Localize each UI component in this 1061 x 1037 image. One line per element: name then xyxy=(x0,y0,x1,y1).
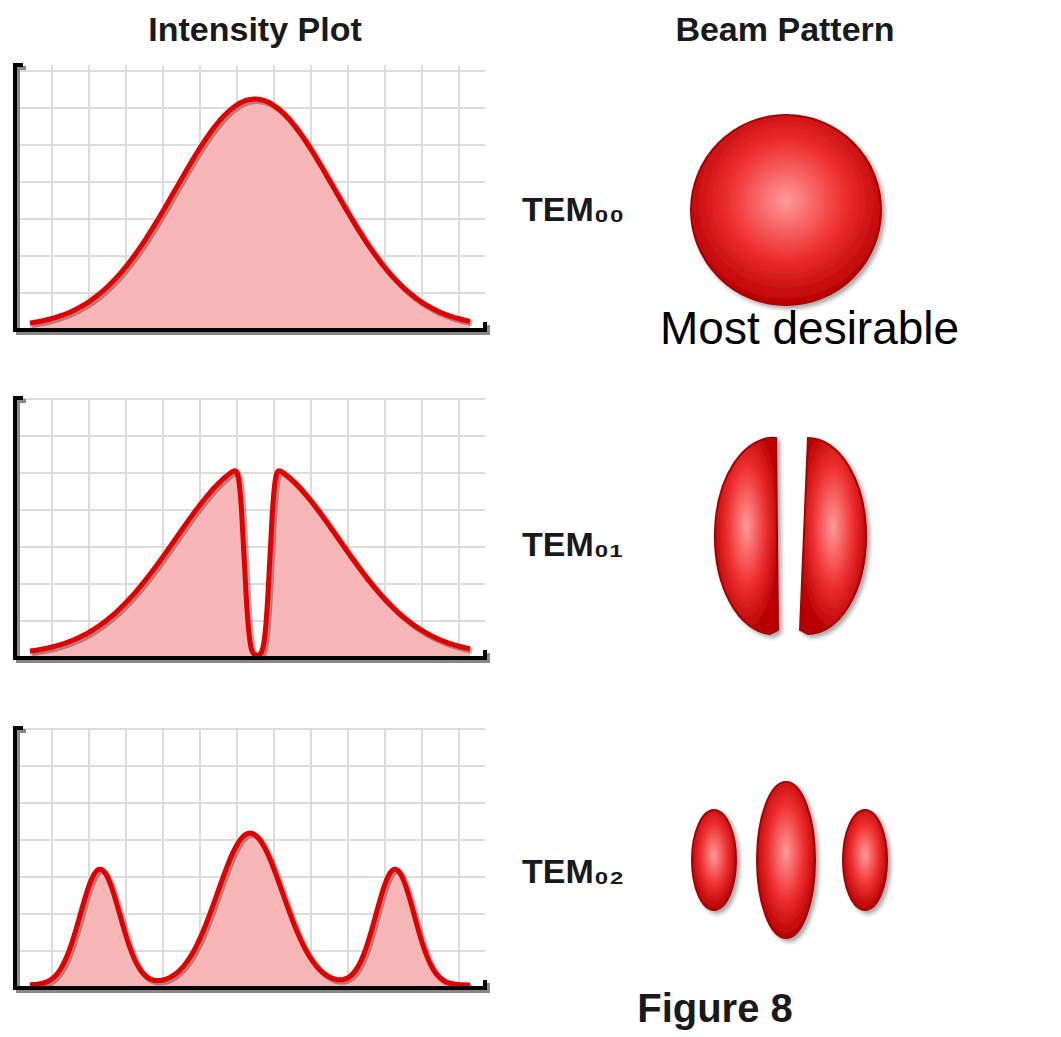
axis-shadow xyxy=(18,68,488,333)
grid-line xyxy=(88,65,90,330)
tem02-right-lobe xyxy=(843,810,887,910)
mode-label: TEM₀₀ xyxy=(522,191,624,228)
tem02-center-lobe xyxy=(757,782,815,938)
intensity-plot xyxy=(15,398,488,661)
grid-line xyxy=(15,435,485,437)
intensity-fill xyxy=(30,99,470,330)
grid-line xyxy=(15,765,485,767)
plot-grid xyxy=(15,65,485,330)
grid-line xyxy=(15,70,485,72)
grid-line xyxy=(15,398,485,400)
intensity-fill xyxy=(30,833,470,988)
intensity-curve xyxy=(30,99,470,323)
annotation: Most desirable xyxy=(660,303,959,354)
tem01-right-lobe xyxy=(800,438,866,634)
intensity-curve xyxy=(30,471,470,655)
tem01-left-lobe xyxy=(715,438,778,634)
grid-line xyxy=(458,65,460,330)
plot-axes xyxy=(15,728,485,988)
grid-line xyxy=(421,65,423,330)
plot-grid xyxy=(15,398,485,658)
intensity-plots xyxy=(15,65,488,991)
curve-shadow xyxy=(32,835,472,987)
tem02-left-lobe xyxy=(692,810,736,910)
grid-line xyxy=(51,65,53,330)
intensity-plot xyxy=(15,65,488,333)
mode-label: TEM₀₂ xyxy=(522,853,624,890)
axis-shadow xyxy=(18,401,488,661)
figure-caption: Figure 8 xyxy=(637,986,793,1030)
tem00-spot xyxy=(691,115,881,305)
grid-line xyxy=(15,472,485,474)
plot-grid xyxy=(15,728,485,988)
grid-line xyxy=(15,546,485,548)
mode-label: TEM₀₁ xyxy=(522,526,623,563)
beam-patterns xyxy=(691,115,887,938)
grid-line xyxy=(15,728,485,730)
column-heading: Intensity Plot xyxy=(148,11,361,48)
plot-axes xyxy=(15,65,485,330)
axis-shadow xyxy=(18,731,488,991)
grid-line xyxy=(15,802,485,804)
column-heading: Beam Pattern xyxy=(675,11,894,48)
intensity-curve xyxy=(30,833,470,985)
intensity-plot xyxy=(15,728,488,991)
grid-line xyxy=(15,509,485,511)
intensity-fill xyxy=(30,471,470,658)
plot-axes xyxy=(15,398,485,658)
